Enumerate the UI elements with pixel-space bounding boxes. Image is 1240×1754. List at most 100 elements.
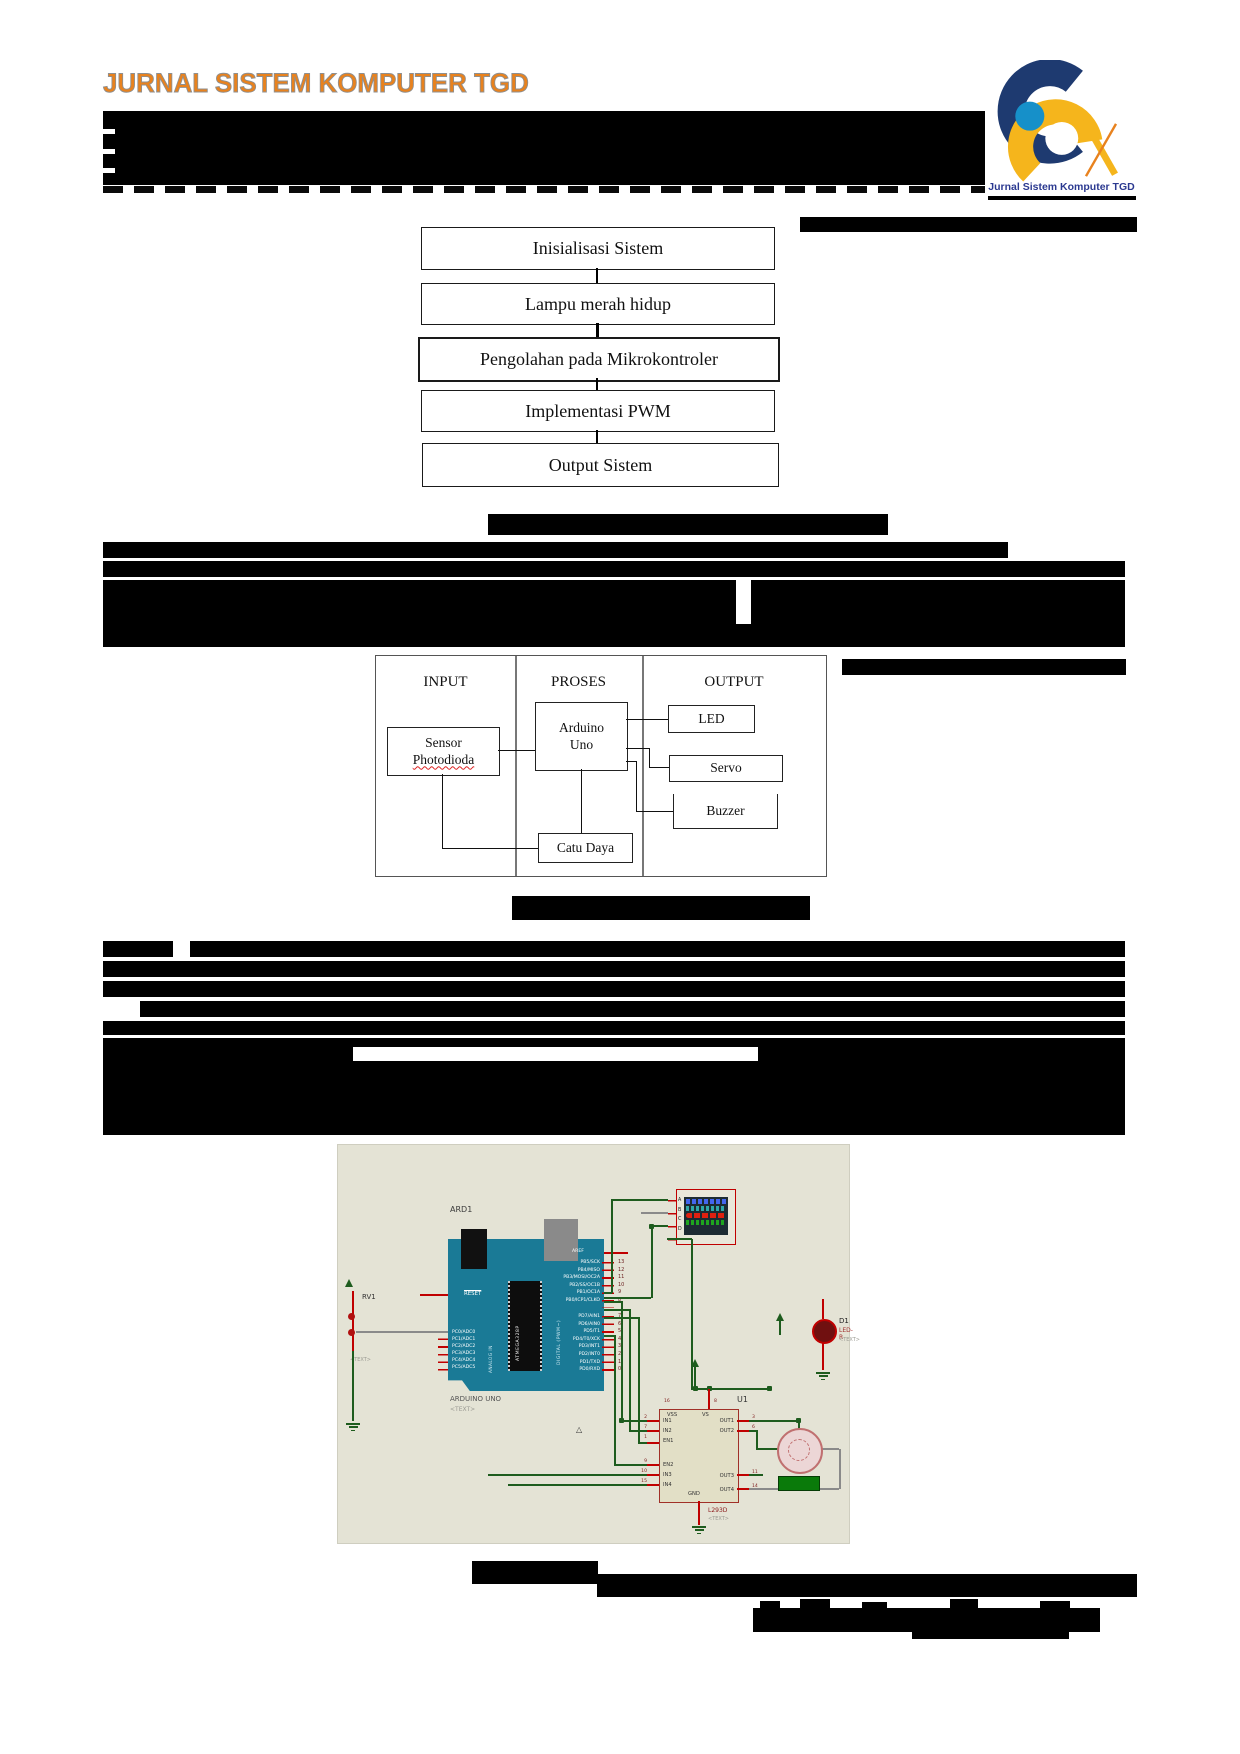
aref-label: AREF — [572, 1249, 584, 1254]
mcu-vertical-label: ATMEGA328P — [516, 1325, 521, 1361]
redacted-text-bar — [842, 659, 1126, 675]
node-catu-daya: Catu Daya — [538, 833, 633, 863]
pin-label: PB2/SS/OC1B — [569, 1282, 600, 1288]
led-d1 — [812, 1319, 837, 1344]
wire — [651, 1226, 653, 1298]
motor-detail — [788, 1439, 810, 1461]
flowchart-step-4: Implementasi PWM — [421, 390, 775, 432]
wire — [839, 1449, 841, 1489]
u1-model-label: L293D — [708, 1507, 728, 1514]
pin-number: 3 — [618, 1343, 622, 1350]
redacted-footer-jag — [760, 1601, 780, 1609]
u1-pin-number: 1 — [644, 1435, 647, 1440]
pin-label: PB1/OC1A — [576, 1290, 600, 1296]
u1-pin-label: OUT3 — [719, 1473, 734, 1479]
redacted-text-bar — [103, 1021, 1125, 1035]
button-text-label: <TEXT> — [350, 1357, 371, 1363]
pin-label: PC0/ADC0 — [452, 1330, 476, 1335]
arduino-label-line2: Uno — [569, 736, 594, 752]
pin-number: 1 — [618, 1358, 622, 1365]
diagram-divider — [515, 656, 517, 876]
reset-wire — [420, 1294, 448, 1296]
pin-number: 12 — [618, 1266, 625, 1273]
u1-pin-label: IN1 — [663, 1418, 672, 1424]
scope-channel-label: D — [678, 1226, 682, 1232]
redacted-figure-caption — [472, 1561, 598, 1584]
u1-pin-number: 11 — [752, 1470, 758, 1475]
wire — [819, 1448, 839, 1450]
node-sensor-photodioda: Sensor Photodioda — [387, 727, 500, 776]
redacted-text-bar — [103, 961, 1125, 977]
flowchart-connector — [596, 378, 598, 390]
column-proses: PROSES — [550, 674, 607, 690]
wire — [604, 1297, 651, 1299]
pin-number: 11 — [618, 1274, 625, 1281]
redacted-footer-jag — [862, 1602, 887, 1609]
flowchart-step-3-label: Pengolahan pada Mikrokontroler — [480, 349, 718, 369]
arduino-label-line1: Arduino — [559, 719, 604, 735]
wire — [756, 1430, 758, 1449]
button-ground-wire — [352, 1351, 354, 1421]
connector-line — [636, 761, 638, 811]
power-arrow-icon — [691, 1359, 699, 1367]
board-text-label: <TEXT> — [450, 1406, 476, 1413]
servo-label: Servo — [710, 760, 742, 776]
u1-pin-label: OUT2 — [719, 1428, 734, 1434]
redacted-text-block — [103, 1061, 1125, 1135]
power-rail — [691, 1388, 771, 1390]
junction-dot — [767, 1386, 772, 1391]
connector-line — [649, 767, 669, 769]
u1-stub — [647, 1484, 659, 1486]
pin-label: PD7/AIN1 — [578, 1314, 600, 1319]
proteus-schematic-figure: ARD1 ATMEGA328P DIGITAL (PWM~) ANALOG IN… — [337, 1144, 860, 1544]
wire — [614, 1335, 616, 1465]
wire — [651, 1225, 668, 1227]
pin-label: PC3/ADC3 — [452, 1351, 476, 1356]
redacted-footer-line — [912, 1631, 1069, 1639]
motor — [777, 1428, 823, 1474]
wire — [641, 1212, 668, 1214]
wire — [614, 1464, 647, 1466]
u1-stub — [737, 1474, 749, 1476]
mcu-chip — [508, 1281, 542, 1371]
u1-pin-number: 9 — [644, 1459, 647, 1464]
pin-number: 8 — [618, 1296, 622, 1303]
scope-trace-green — [686, 1220, 726, 1225]
led-model-label: LED-R — [839, 1327, 853, 1341]
connector-line — [649, 748, 651, 768]
pin-label: PD4/T0/XCK — [572, 1336, 600, 1342]
flowchart-step-2: Lampu merah hidup — [421, 283, 775, 325]
diagram-divider — [642, 656, 644, 876]
junction-dot — [693, 1386, 698, 1391]
pin-number: 13 — [618, 1259, 625, 1265]
logo-underline — [988, 196, 1136, 200]
pin-ticks — [602, 1316, 614, 1377]
wire — [604, 1301, 621, 1303]
pin-label: PD0/RXD — [579, 1367, 600, 1373]
u1-gnd-label: GND — [688, 1491, 700, 1497]
pin-number: 2 — [618, 1350, 622, 1357]
connector-line — [626, 761, 636, 763]
u1-stub — [737, 1420, 749, 1422]
board-name-label: ARDUINO UNO — [450, 1395, 502, 1403]
journal-logo — [985, 59, 1125, 182]
power-arrow-icon — [776, 1313, 784, 1321]
u1-stub — [647, 1420, 659, 1422]
aref-stub — [604, 1252, 628, 1254]
wire — [798, 1420, 800, 1429]
redacted-text-bar — [758, 1047, 1125, 1061]
wire — [691, 1239, 693, 1389]
redacted-figure-caption — [597, 1574, 1137, 1597]
button-contact — [348, 1329, 355, 1336]
redacted-text-bar — [103, 561, 1125, 577]
flowchart-connector — [596, 268, 598, 283]
u1-vss-num: 16 — [664, 1399, 670, 1404]
junction-dot — [796, 1418, 801, 1423]
pin-label: PC1/ADC1 — [452, 1337, 476, 1342]
pin-label: PC4/ADC4 — [452, 1358, 476, 1363]
pin-label: PD2/INT0 — [578, 1351, 600, 1357]
